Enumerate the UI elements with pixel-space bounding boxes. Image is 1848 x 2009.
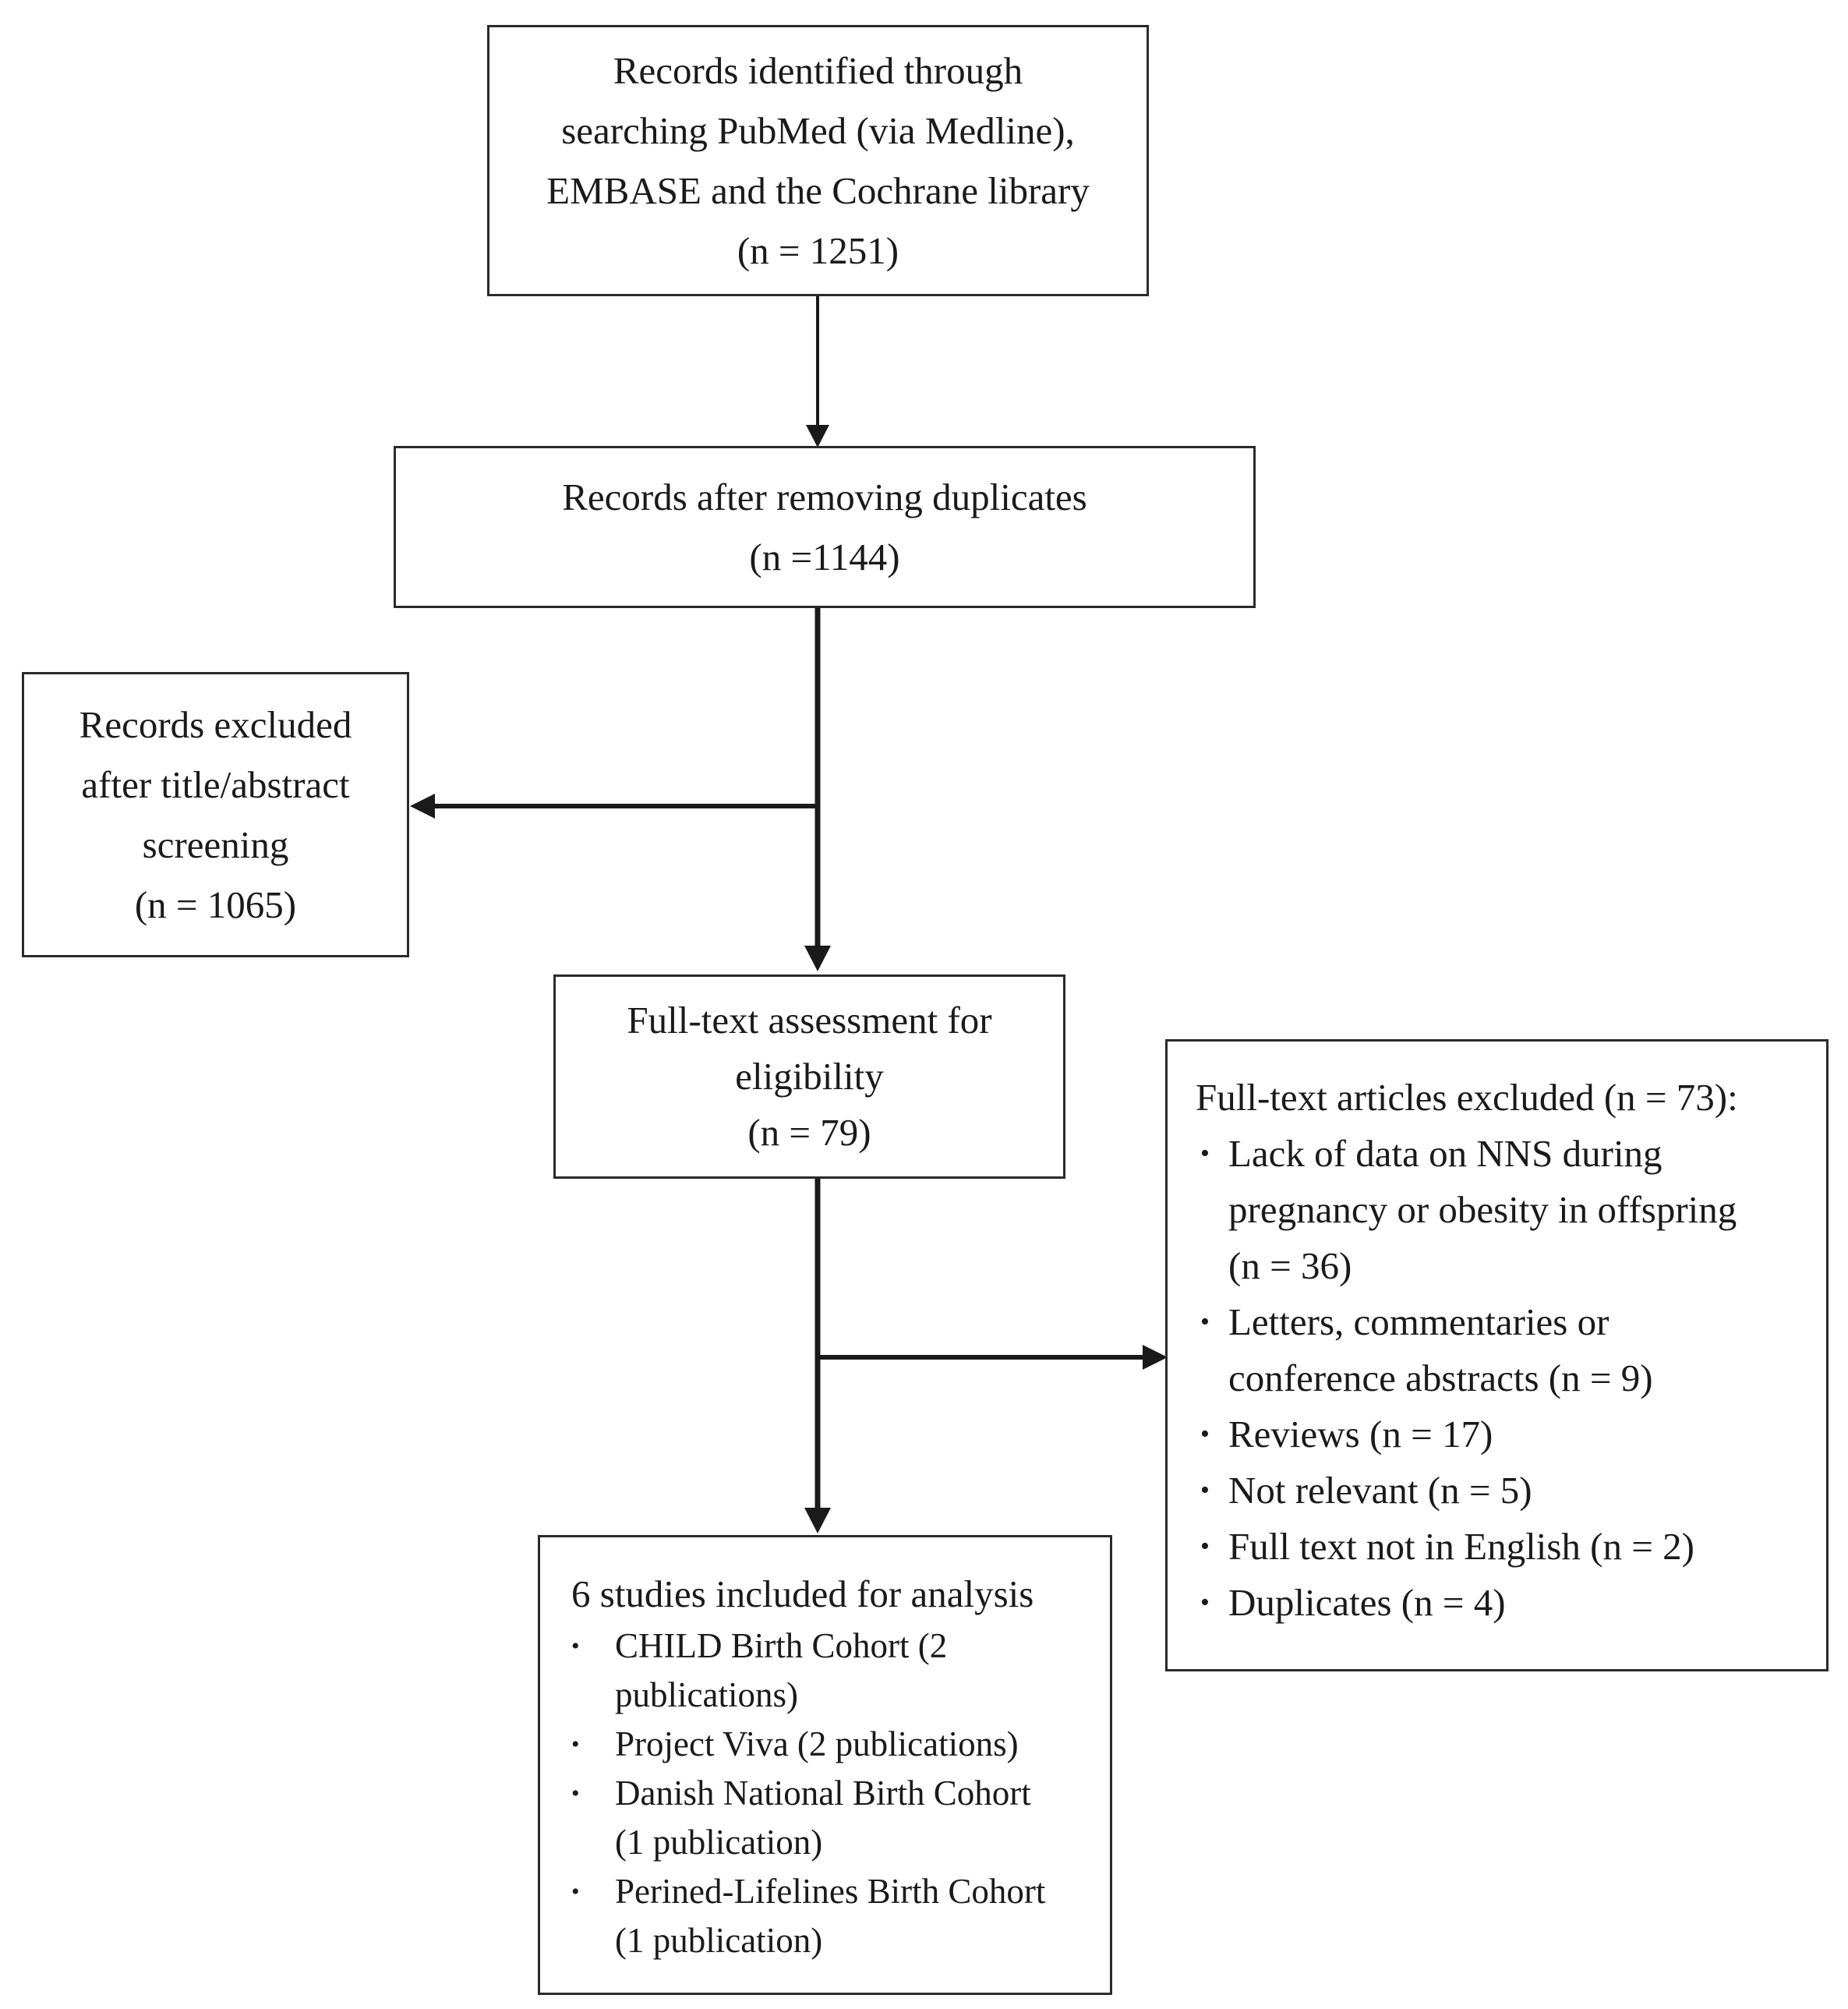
exclusion-reason-item: • Reviews (n = 17) [1196,1406,1826,1463]
fulltext-assessment-count: (n = 79) [747,1111,871,1154]
included-study-item: • CHILD Birth Cohort (2 [571,1622,1110,1671]
exclusion-reason-item: • Not relevant (n = 5) [1196,1463,1826,1519]
included-studies-box: 6 studies included for analysis • CHILD … [538,1535,1112,1995]
exclusion-reason-count: (n = 36) [1228,1244,1352,1287]
arrowhead-deduplicated [806,425,829,447]
exclusion-reasons-list: • Lack of data on NNS during pregnancy o… [1196,1126,1826,1631]
bullet-icon: • [571,1879,580,1905]
exclusion-reason-line: pregnancy or obesity in offspring [1228,1188,1737,1231]
arrowhead-excluded-screening [410,794,435,819]
included-study-line: (1 publication) [615,1823,823,1862]
records-identified-box: Records identified through searching Pub… [487,25,1149,296]
included-studies-heading: 6 studies included for analysis [571,1572,1034,1615]
included-study-continuation: publications) [571,1671,1110,1720]
arrowhead-included [804,1508,831,1533]
bullet-icon: • [1200,1476,1210,1505]
records-identified-line-3: EMBASE and the Cochrane library [546,169,1090,212]
records-after-duplicates-box: Records after removing duplicates (n =11… [394,446,1256,608]
exclusion-reason-item: • Duplicates (n = 4) [1196,1575,1826,1631]
records-excluded-line-3: screening [142,823,289,866]
exclusion-reason-line: Lack of data on NNS during [1228,1132,1662,1175]
exclusion-reason-line: Not relevant (n = 5) [1228,1469,1532,1512]
bullet-icon: • [571,1731,580,1757]
records-identified-line-1: Records identified through [613,49,1023,92]
exclusion-reason-continuation: conference abstracts (n = 9) [1196,1350,1826,1406]
included-study-line: CHILD Birth Cohort (2 [615,1626,948,1665]
included-study-item: • Danish National Birth Cohort [571,1769,1110,1818]
exclusion-reason-line: Letters, commentaries or [1228,1300,1609,1343]
fulltext-excluded-heading: Full-text articles excluded (n = 73): [1196,1076,1738,1119]
included-study-line: Danish National Birth Cohort [615,1774,1031,1813]
records-excluded-screening-box: Records excluded after title/abstract sc… [22,672,409,957]
exclusion-reason-continuation: pregnancy or obesity in offspring [1196,1182,1826,1238]
exclusion-reason-item: • Letters, commentaries or [1196,1294,1826,1350]
fulltext-assessment-line-1: Full-text assessment for [627,999,992,1042]
included-studies-list: • CHILD Birth Cohort (2 publications) • … [571,1622,1110,1965]
records-excluded-line-2: after title/abstract [81,763,350,806]
included-study-item: • Perined-Lifelines Birth Cohort [571,1867,1110,1916]
records-excluded-line-1: Records excluded [79,703,352,746]
records-after-duplicates-label: Records after removing duplicates [562,476,1087,518]
bullet-icon: • [571,1781,580,1806]
fulltext-assessment-box: Full-text assessment for eligibility (n … [553,974,1065,1179]
arrowhead-fulltext-excluded [1143,1345,1168,1370]
records-identified-count: (n = 1251) [737,229,899,272]
exclusion-reason-continuation: (n = 36) [1196,1238,1826,1294]
records-after-duplicates-count: (n =1144) [749,536,900,578]
fulltext-excluded-box: Full-text articles excluded (n = 73): • … [1165,1039,1829,1671]
bullet-icon: • [1200,1307,1210,1336]
included-study-continuation: (1 publication) [571,1818,1110,1867]
exclusion-reason-line: Reviews (n = 17) [1228,1413,1493,1455]
included-study-line: Perined-Lifelines Birth Cohort [615,1872,1046,1911]
bullet-icon: • [1200,1420,1210,1448]
arrowhead-fulltext [804,946,831,971]
exclusion-reason-item: • Full text not in English (n = 2) [1196,1519,1826,1575]
included-study-line: (1 publication) [615,1921,823,1960]
exclusion-reason-line: Duplicates (n = 4) [1228,1581,1506,1624]
exclusion-reason-item: • Lack of data on NNS during [1196,1126,1826,1182]
fulltext-assessment-line-2: eligibility [735,1055,884,1098]
records-excluded-count: (n = 1065) [134,883,297,926]
included-study-item: • Project Viva (2 publications) [571,1720,1110,1769]
bullet-icon: • [1200,1588,1210,1617]
included-study-continuation: (1 publication) [571,1916,1110,1965]
included-study-line: publications) [615,1675,798,1714]
exclusion-reason-line: conference abstracts (n = 9) [1228,1356,1653,1399]
bullet-icon: • [571,1633,580,1659]
exclusion-reason-line: Full text not in English (n = 2) [1228,1525,1694,1568]
records-identified-line-2: searching PubMed (via Medline), [561,109,1075,152]
bullet-icon: • [1200,1139,1210,1168]
included-study-line: Project Viva (2 publications) [615,1724,1019,1763]
bullet-icon: • [1200,1532,1210,1561]
